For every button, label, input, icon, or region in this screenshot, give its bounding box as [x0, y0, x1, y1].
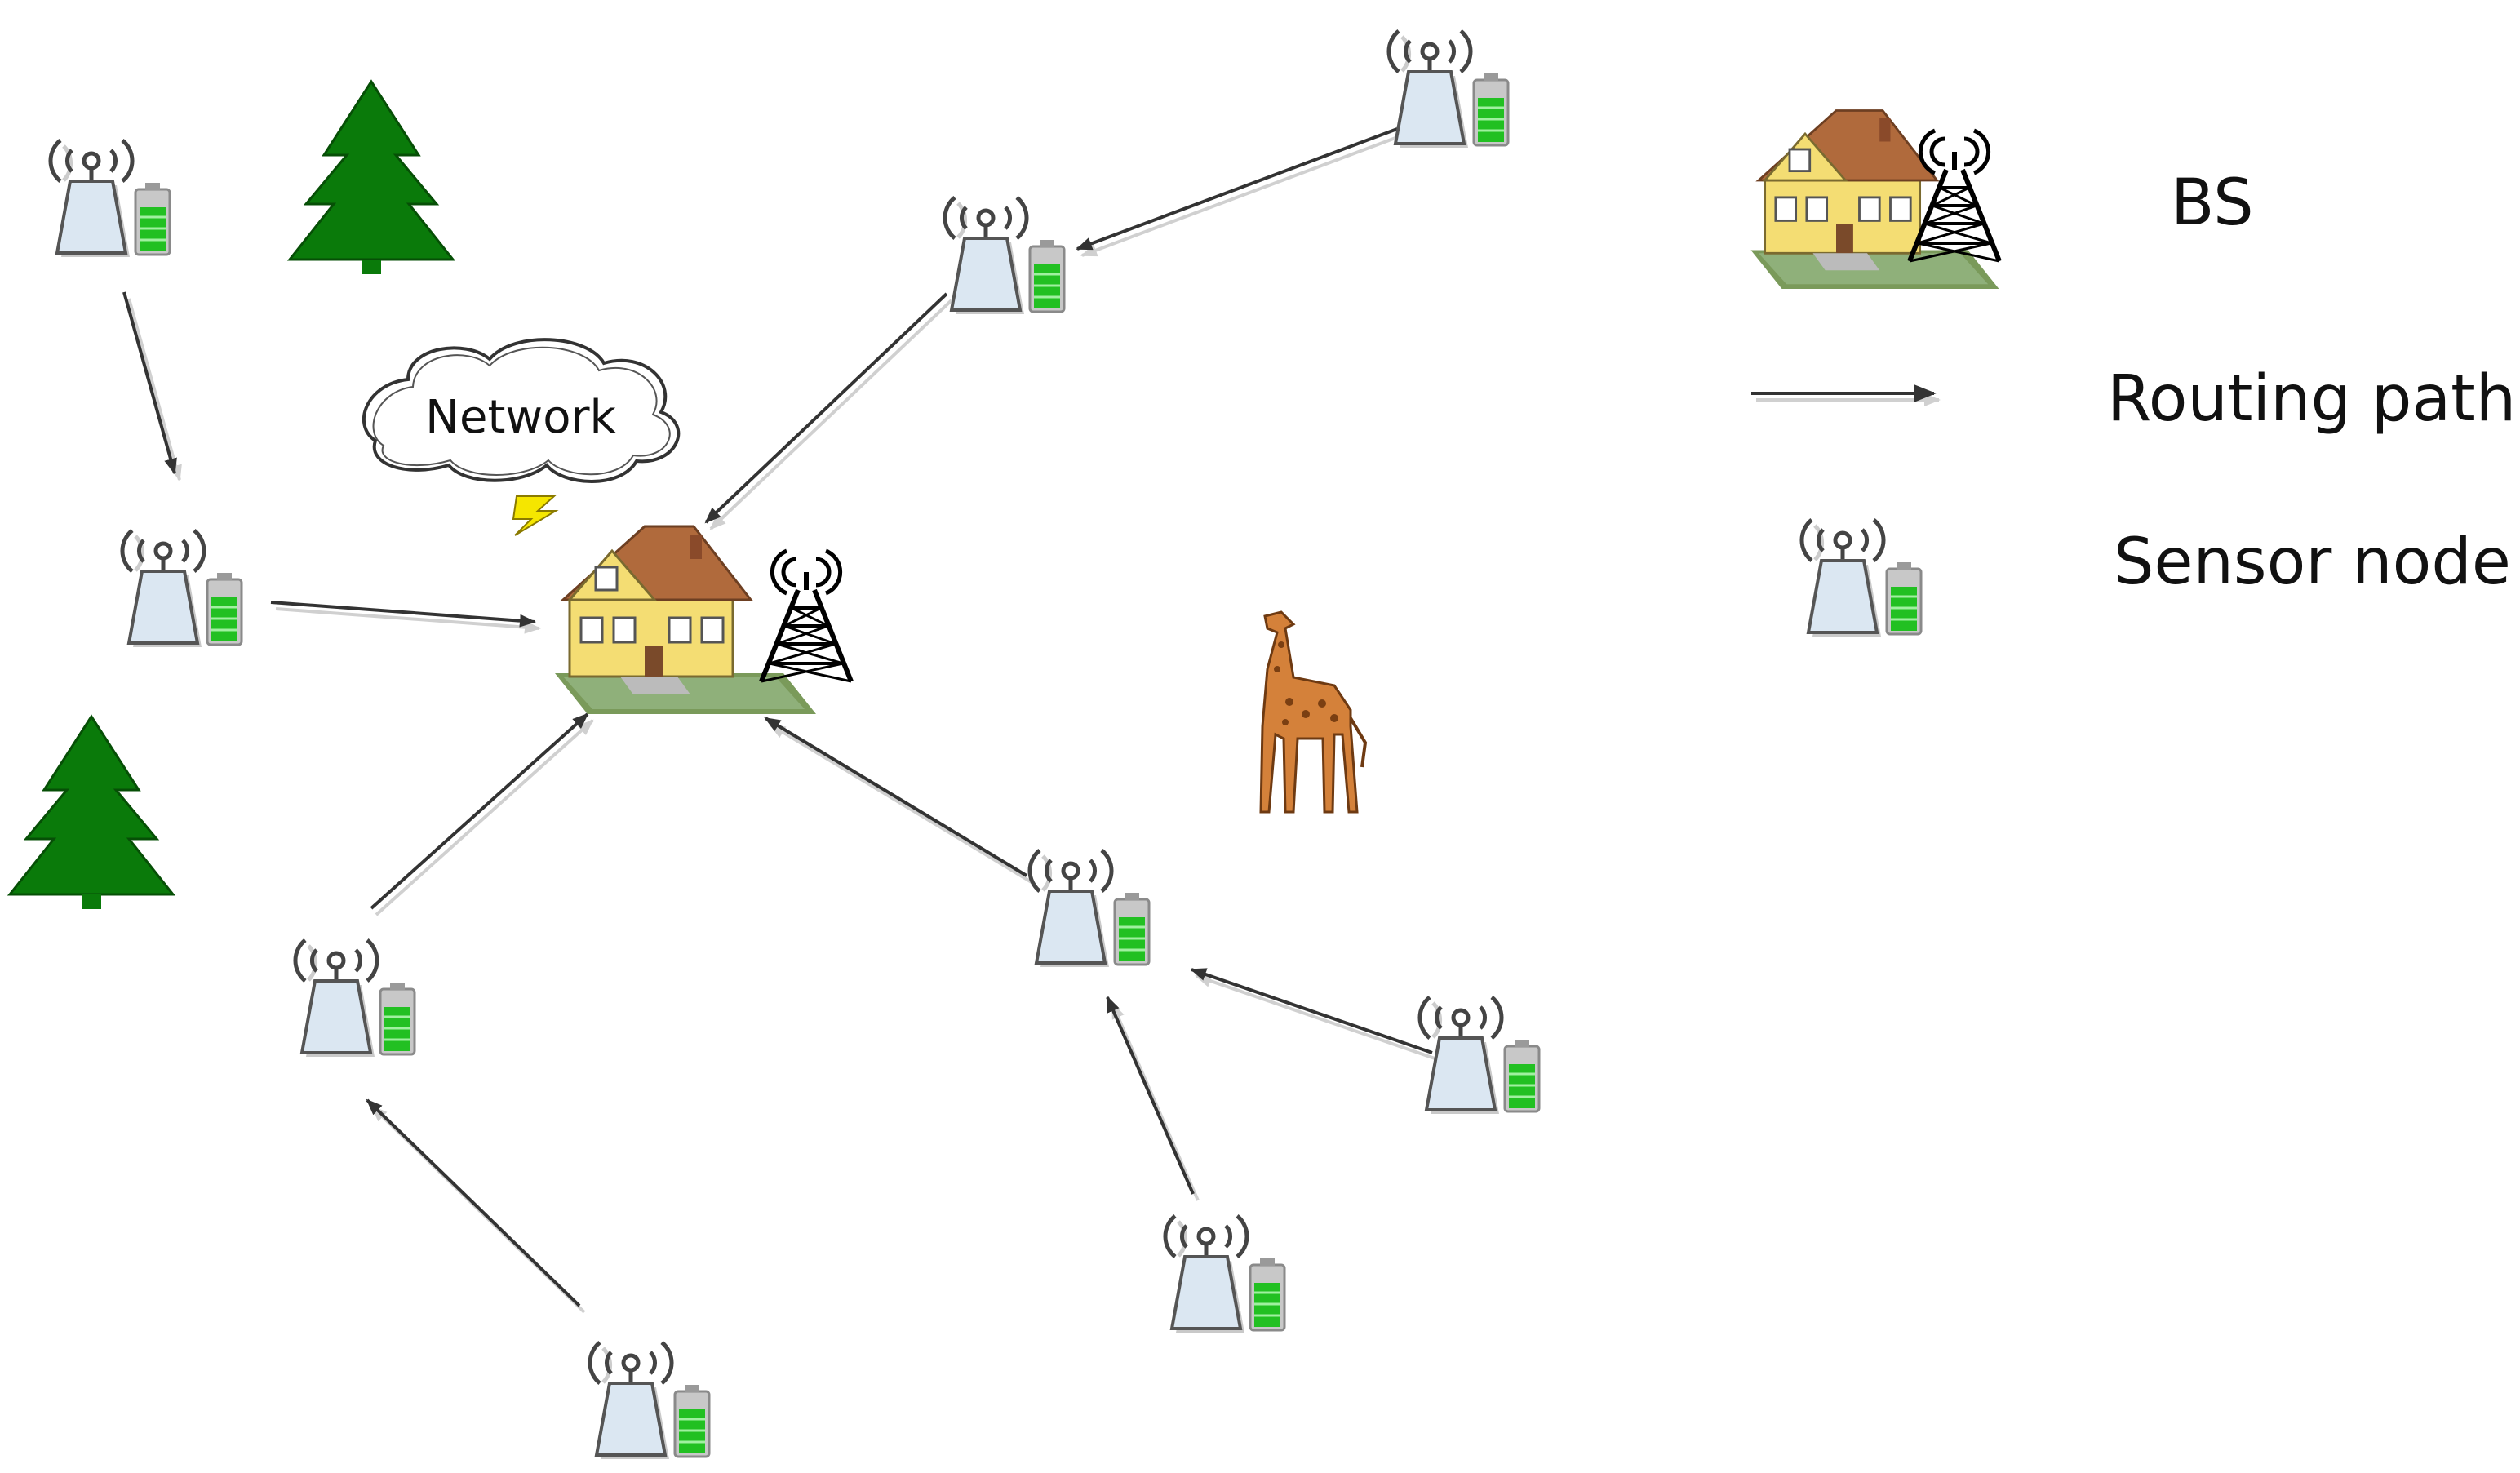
sensor-node-icon [1030, 850, 1149, 967]
sensor-node-icon [122, 530, 242, 647]
sensor-nodes [51, 31, 1539, 1459]
legend-sensor-label: Sensor node [2114, 526, 2511, 599]
arrow [370, 712, 594, 916]
arrow [270, 601, 541, 634]
arrow [764, 717, 1033, 884]
sensor-node-icon [1165, 1216, 1284, 1333]
legend-bs-label: BS [2171, 166, 2254, 240]
cloud-icon: Network [362, 338, 681, 483]
arrow [1076, 127, 1403, 257]
sensor-node-icon [1420, 997, 1539, 1114]
lightning-icon [512, 495, 559, 536]
sensor-node-icon [51, 140, 170, 257]
legend-arrow [1751, 384, 1941, 406]
sensor-node-icon [945, 197, 1064, 314]
sensor-node-icon [590, 1342, 709, 1459]
base-station-icon [553, 525, 851, 716]
giraffe-icon [1259, 610, 1368, 814]
sensor-node-icon [1389, 31, 1508, 148]
arrow [366, 1098, 586, 1314]
legend: BS Routing path Sensor node [1750, 109, 2516, 637]
legend-routing-label: Routing path [2107, 362, 2516, 436]
arrow [1106, 996, 1200, 1201]
legend-bs-icon [1750, 109, 2000, 291]
arrow [122, 291, 182, 481]
routing-paths [122, 127, 1438, 1314]
sensor-node-icon [295, 940, 415, 1057]
tree-icon [8, 715, 175, 911]
tree-icon [288, 80, 455, 276]
arrow [704, 292, 953, 530]
arrow [1190, 968, 1438, 1061]
network-label: Network [425, 391, 616, 444]
legend-sensor-icon [1802, 520, 1921, 637]
